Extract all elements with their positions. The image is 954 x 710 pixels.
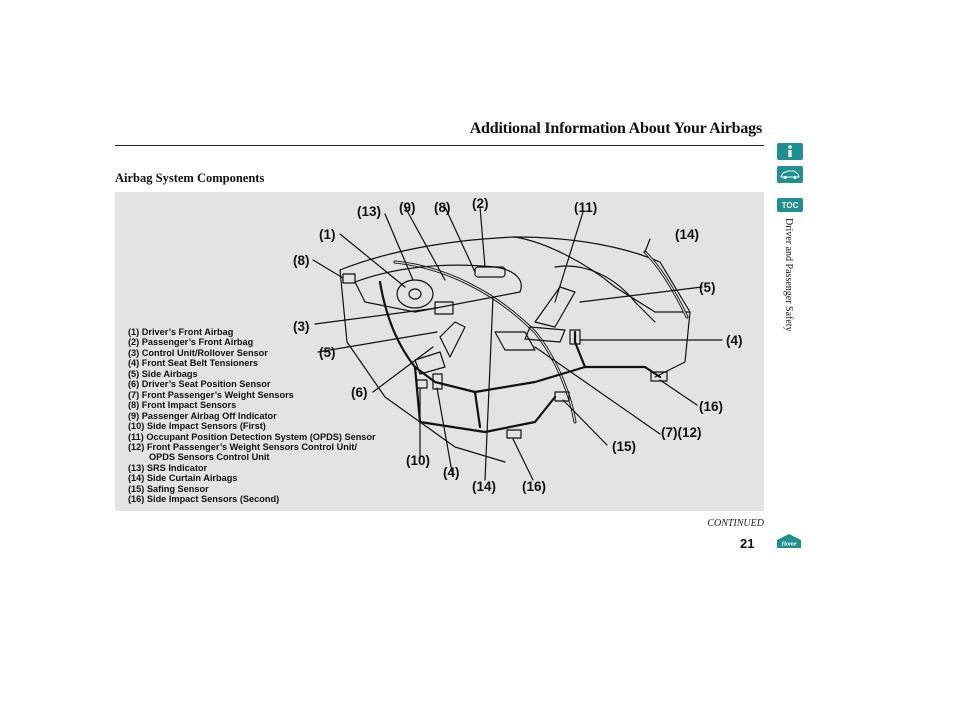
- airbag-diagram-figure: (13) (9) (8) (2) (11) (1) (14) (8) (5) (…: [115, 192, 764, 511]
- callout-6: (6): [351, 385, 368, 400]
- legend-item: (10) Side Impact Sensors (First): [128, 421, 266, 432]
- legend-item: (15) Safing Sensor: [128, 483, 209, 494]
- legend-item: (2) Passenger’s Front Airbag: [128, 337, 254, 348]
- section-heading: Airbag System Components: [115, 171, 265, 185]
- vehicle-index-button[interactable]: [777, 166, 803, 183]
- page-number: 21: [740, 536, 755, 551]
- legend-item: (6) Driver’s Seat Position Sensor: [128, 379, 271, 390]
- home-button[interactable]: Home: [775, 533, 803, 549]
- callout-3: (3): [293, 319, 310, 334]
- legend-item: (9) Passenger Airbag Off Indicator: [128, 410, 277, 421]
- callout-5-right: (5): [699, 280, 716, 295]
- callout-4-bottom: (4): [443, 465, 460, 480]
- legend-item: (4) Front Seat Belt Tensioners: [128, 358, 259, 369]
- car-icon: [780, 170, 800, 180]
- callout-16-right: (16): [699, 399, 724, 414]
- info-button[interactable]: [777, 143, 803, 160]
- callout-10: (10): [406, 453, 431, 468]
- legend-item: (8) Front Impact Sensors: [128, 400, 237, 411]
- legend-item: (16) Side Impact Sensors (Second): [128, 494, 280, 505]
- callout-9: (9): [399, 200, 416, 215]
- legend-item: OPDS Sensors Control Unit: [149, 452, 270, 463]
- home-label: Home: [781, 542, 797, 548]
- continued-label: CONTINUED: [707, 518, 764, 529]
- callout-14-bottom: (14): [472, 479, 497, 494]
- legend-item: (1) Driver’s Front Airbag: [128, 327, 234, 337]
- section-tab-label: Driver and Passenger Safety: [783, 218, 794, 332]
- toc-button[interactable]: TOC: [777, 198, 803, 212]
- car-cutaway-illustration: [312, 206, 723, 481]
- component-legend: (1) Driver’s Front Airbag (2) Passenger’…: [128, 327, 376, 505]
- callout-15: (15): [612, 439, 637, 454]
- callout-8-top: (8): [434, 200, 451, 215]
- callout-8-left: (8): [293, 253, 310, 268]
- legend-item: (12) Front Passenger’s Weight Sensors Co…: [128, 441, 358, 452]
- legend-item: (5) Side Airbags: [128, 368, 198, 379]
- page-title: Additional Information About Your Airbag…: [469, 120, 763, 137]
- legend-item: (14) Side Curtain Airbags: [128, 473, 238, 484]
- legend-item: (13) SRS Indicator: [128, 462, 208, 473]
- callout-14-top: (14): [675, 227, 700, 242]
- title-divider: [115, 145, 764, 146]
- callout-2: (2): [472, 196, 489, 211]
- callout-11: (11): [574, 200, 598, 215]
- callout-7-12: (7)(12): [661, 425, 702, 440]
- callout-1: (1): [319, 227, 336, 242]
- legend-item: (3) Control Unit/Rollover Sensor: [128, 347, 268, 358]
- legend-item: (7) Front Passenger’s Weight Sensors: [128, 389, 294, 400]
- home-icon: [777, 534, 801, 548]
- callout-5-left: (5): [319, 345, 336, 360]
- callout-16-bottom: (16): [522, 479, 547, 494]
- callout-13: (13): [357, 204, 382, 219]
- legend-item: (11) Occupant Position Detection System …: [128, 431, 376, 442]
- callout-4-right: (4): [726, 333, 743, 348]
- info-icon: [788, 145, 792, 157]
